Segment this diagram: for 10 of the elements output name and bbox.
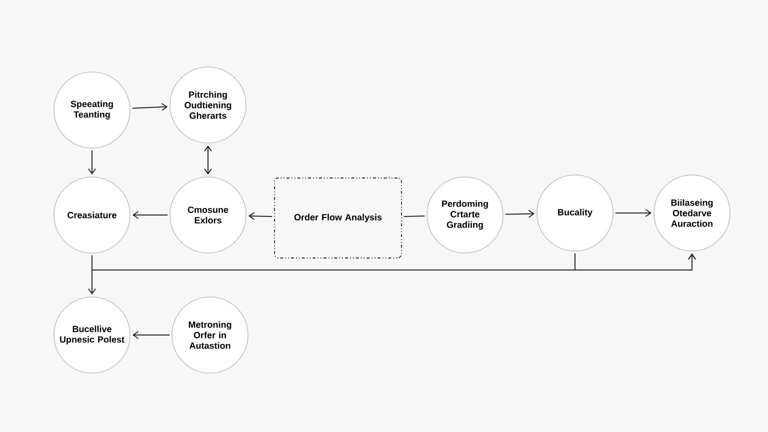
arrow xyxy=(132,211,168,219)
arrow xyxy=(88,150,96,175)
arrow xyxy=(248,212,273,220)
arrow xyxy=(132,103,168,111)
dashed-process-box: Order Flow Analysis xyxy=(274,178,402,258)
arrow xyxy=(204,145,212,175)
arrow xyxy=(614,209,652,217)
arrow xyxy=(574,252,696,270)
arrow xyxy=(504,210,535,218)
arrow xyxy=(132,331,170,339)
